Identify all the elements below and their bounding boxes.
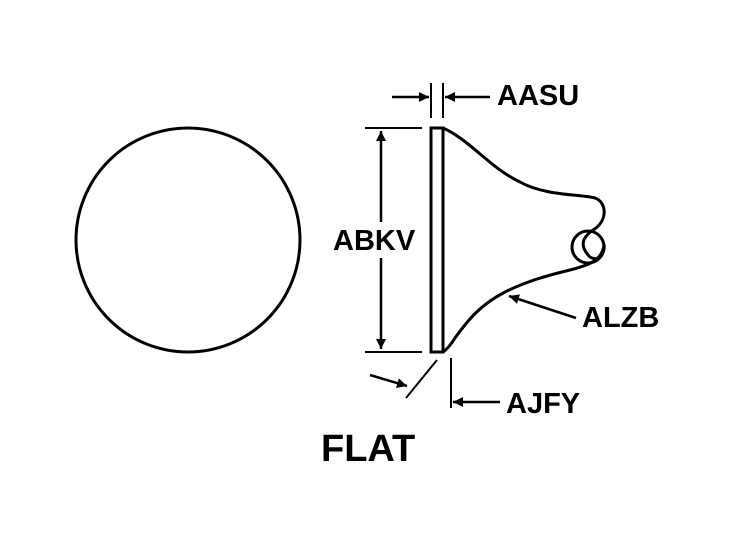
label-diameter: ABKV <box>333 225 416 257</box>
handle-knob <box>570 229 606 265</box>
front-view-circle <box>74 126 302 354</box>
flat-plate <box>429 126 445 354</box>
diagram-title: FLAT <box>321 428 415 470</box>
label-thickness: AASU <box>497 80 579 112</box>
label-profile: ALZB <box>582 302 659 334</box>
handle-profile <box>442 126 606 354</box>
label-edge: AJFY <box>506 388 580 420</box>
chamfer-line <box>405 359 438 399</box>
chamfer-arrow <box>369 373 408 388</box>
profile-leader <box>508 294 577 320</box>
